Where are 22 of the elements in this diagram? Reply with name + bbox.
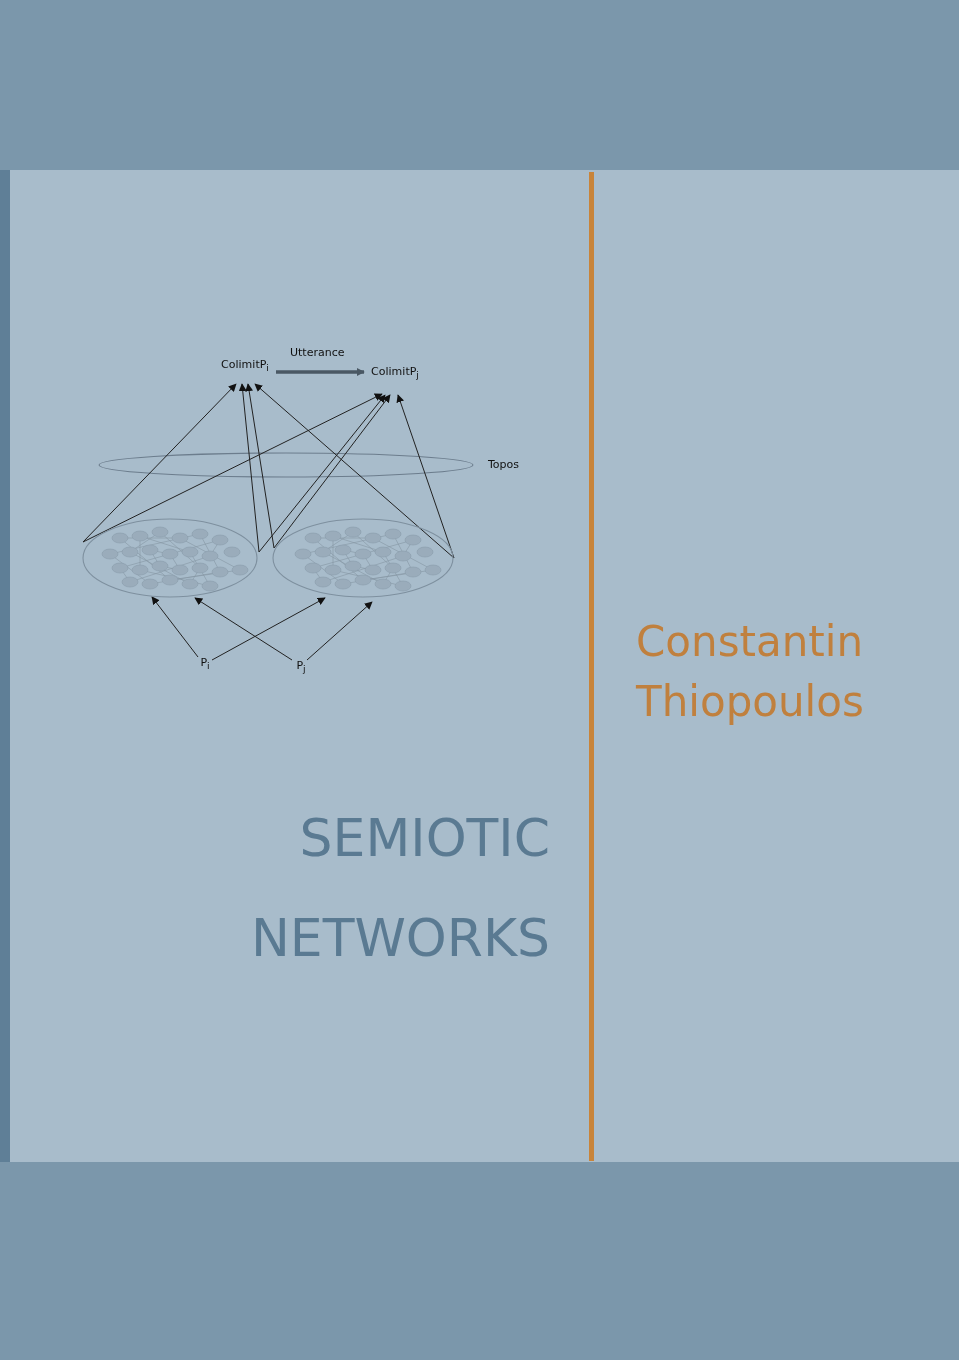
node-label: ColimitP$_{i}$ [216, 358, 274, 384]
arrow [254, 383, 455, 559]
arrow [82, 393, 383, 543]
author-name: Constantin Thiopoulos [636, 616, 865, 728]
arrow [82, 383, 237, 543]
text-label: Topos [488, 458, 520, 472]
arrow [194, 597, 293, 661]
node-label: P$_{i}$ [194, 656, 216, 674]
arrow [306, 601, 373, 661]
network-drawing [272, 518, 454, 598]
arrow [273, 394, 391, 549]
arrow [258, 394, 386, 553]
arrow [151, 596, 199, 658]
node-label: P$_{j}$ [290, 659, 312, 677]
node-label: ColimitP$_{j}$ [366, 365, 424, 395]
network-drawing [82, 518, 258, 598]
arrow [238, 383, 260, 553]
arrow [245, 383, 275, 549]
book-title: SEMIOTIC NETWORKS [249, 807, 550, 970]
arrow [211, 597, 326, 661]
arrow [276, 368, 365, 376]
arrow [396, 394, 455, 559]
